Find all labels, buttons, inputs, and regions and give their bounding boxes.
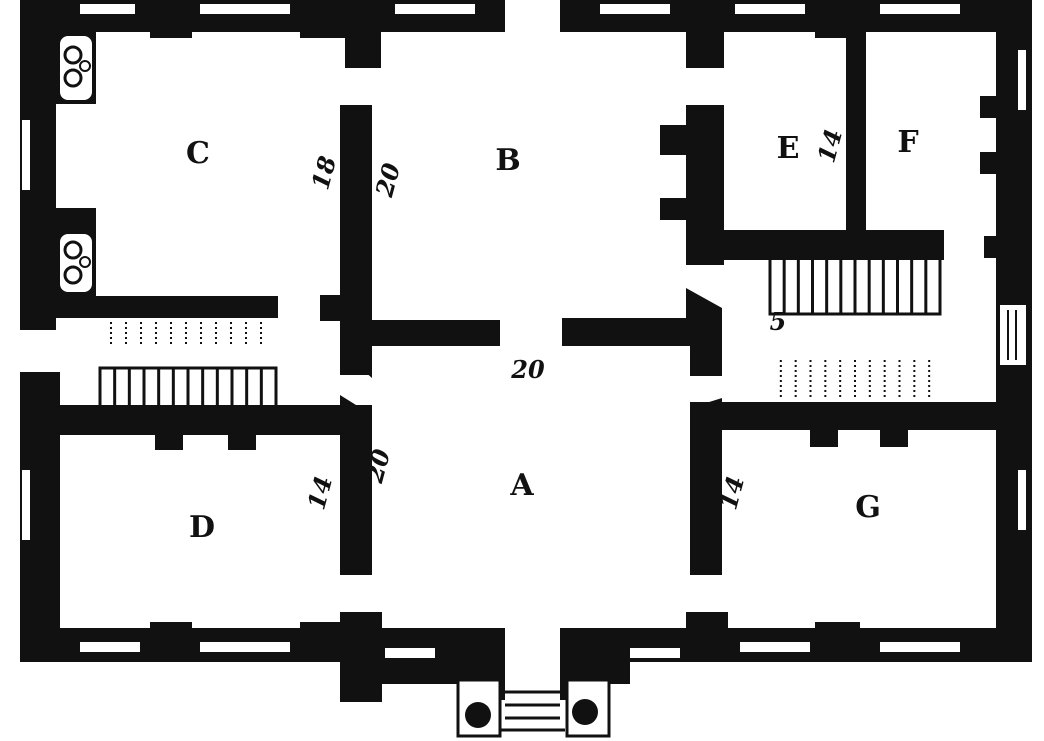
stair-left-dotted [110, 322, 262, 345]
room-label-g: G [855, 490, 881, 525]
front-steps [500, 690, 565, 732]
stair-mark: 5 [770, 307, 787, 336]
dimension-b-right: 20 [369, 160, 406, 201]
dimension-hall-width: 20 [510, 355, 545, 384]
stove-fixtures [56, 32, 96, 296]
stair-left-solid [98, 366, 278, 410]
room-label-c: C [186, 136, 210, 171]
room-label-b: B [495, 143, 520, 178]
porch-columns [456, 678, 611, 738]
room-label-f: F [897, 125, 918, 160]
outer-walls [20, 0, 1032, 662]
stair-right-solid [768, 256, 942, 316]
room-label-e: E [777, 131, 800, 166]
stair-right-dotted [779, 360, 931, 400]
room-label-a: A [509, 468, 534, 503]
windows [22, 4, 1026, 658]
wall-piers [150, 28, 860, 702]
room-label-d: D [189, 510, 215, 545]
interior-walls [56, 32, 1000, 575]
dimension-ef-between: 14 [811, 126, 848, 166]
dimension-b-left: 18 [305, 153, 342, 193]
dimension-d-right: 14 [301, 473, 338, 513]
